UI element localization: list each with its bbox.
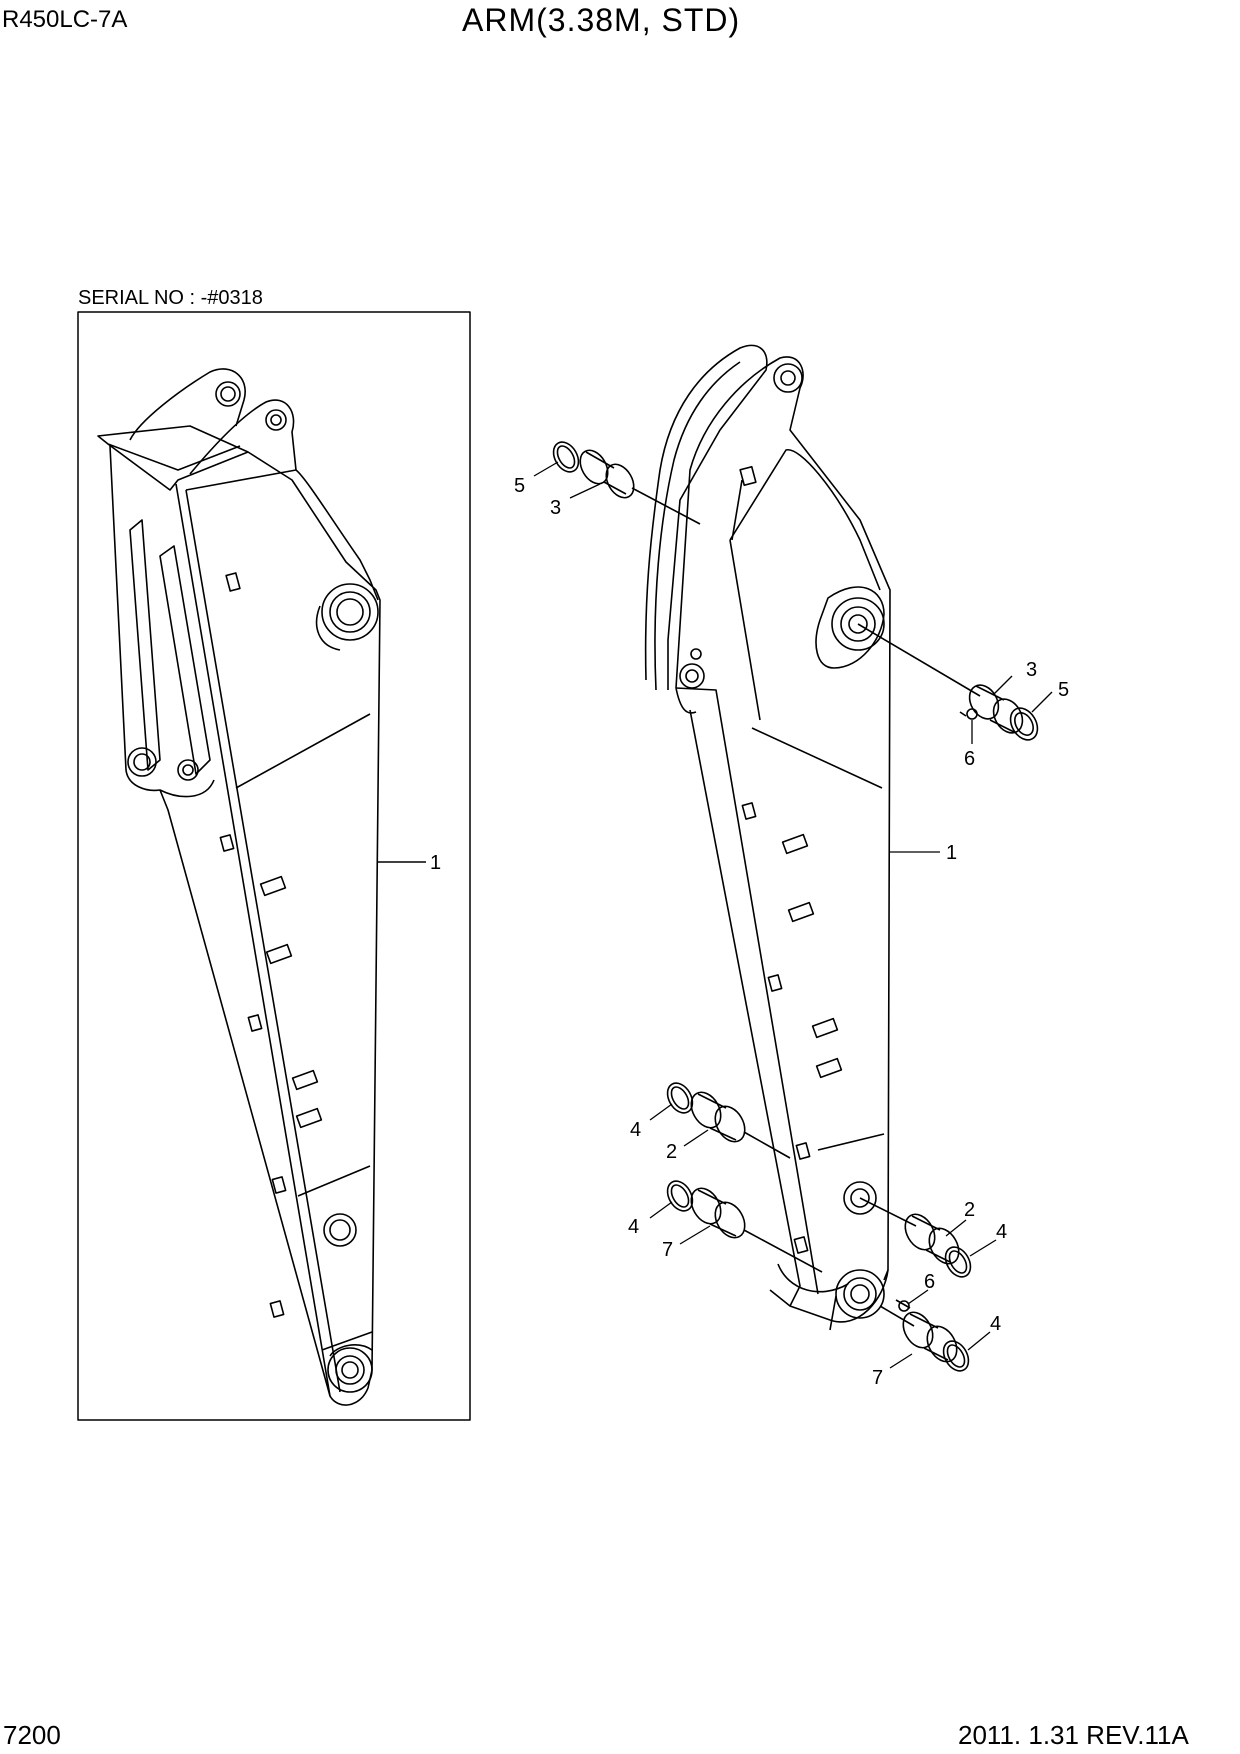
callout-number: 7 [662, 1239, 673, 1261]
callout-number: 2 [666, 1141, 677, 1163]
revision-date: 2011. 1.31 REV.11A [958, 1720, 1189, 1750]
assembly-line-7-right [879, 1305, 915, 1327]
inset-frame [77, 311, 471, 1421]
ring-part-4-upper [666, 1082, 694, 1114]
model-code: R450LC-7A [2, 6, 128, 33]
callout-number: 6 [964, 748, 975, 770]
ring-part-5-right [1009, 707, 1039, 741]
grease-nipple-part-6-upper [959, 708, 978, 720]
callout-number: 1 [430, 852, 441, 874]
callout-number: 7 [872, 1367, 883, 1389]
callout-number: 4 [630, 1119, 641, 1141]
assembly-line-7-left [743, 1229, 823, 1273]
callout-number: 3 [1026, 659, 1037, 681]
callout-number: 4 [628, 1216, 639, 1238]
callout-number: 2 [964, 1199, 975, 1221]
callout-number: 4 [996, 1221, 1007, 1243]
grease-nipple-part-6-lower [895, 1299, 911, 1312]
callout-number: 5 [514, 475, 525, 497]
callout-number: 1 [946, 842, 957, 864]
bushing-part-3-top [579, 449, 635, 499]
ring-part-4-lower-left [666, 1180, 694, 1212]
page-title: ARM(3.38M, STD) [462, 2, 741, 38]
assembly-line-3-top [631, 487, 701, 525]
bushing-part-2-upper [690, 1091, 746, 1143]
ring-part-4-right-upper [944, 1246, 972, 1278]
assembly-line-2-upper [743, 1131, 791, 1159]
callout-number: 6 [924, 1271, 935, 1293]
serial-number-label: SERIAL NO : -#0318 [78, 287, 263, 309]
ring-part-4-right-lower [942, 1340, 970, 1372]
ring-part-5-top [552, 441, 580, 473]
page-number: 7200 [3, 1720, 61, 1750]
bushing-part-7-right [902, 1311, 958, 1363]
bushing-part-2-right [904, 1213, 960, 1265]
callout-leaders [533, 461, 1053, 1369]
callout-number: 5 [1058, 679, 1069, 701]
callout-number: 3 [550, 497, 561, 519]
callout-number: 4 [990, 1313, 1001, 1335]
assembly-line-3-right [857, 623, 981, 697]
main-arm-drawing [644, 344, 891, 1331]
inset-arm-drawing [97, 368, 381, 1406]
bushing-part-7-lower-left [690, 1187, 746, 1239]
